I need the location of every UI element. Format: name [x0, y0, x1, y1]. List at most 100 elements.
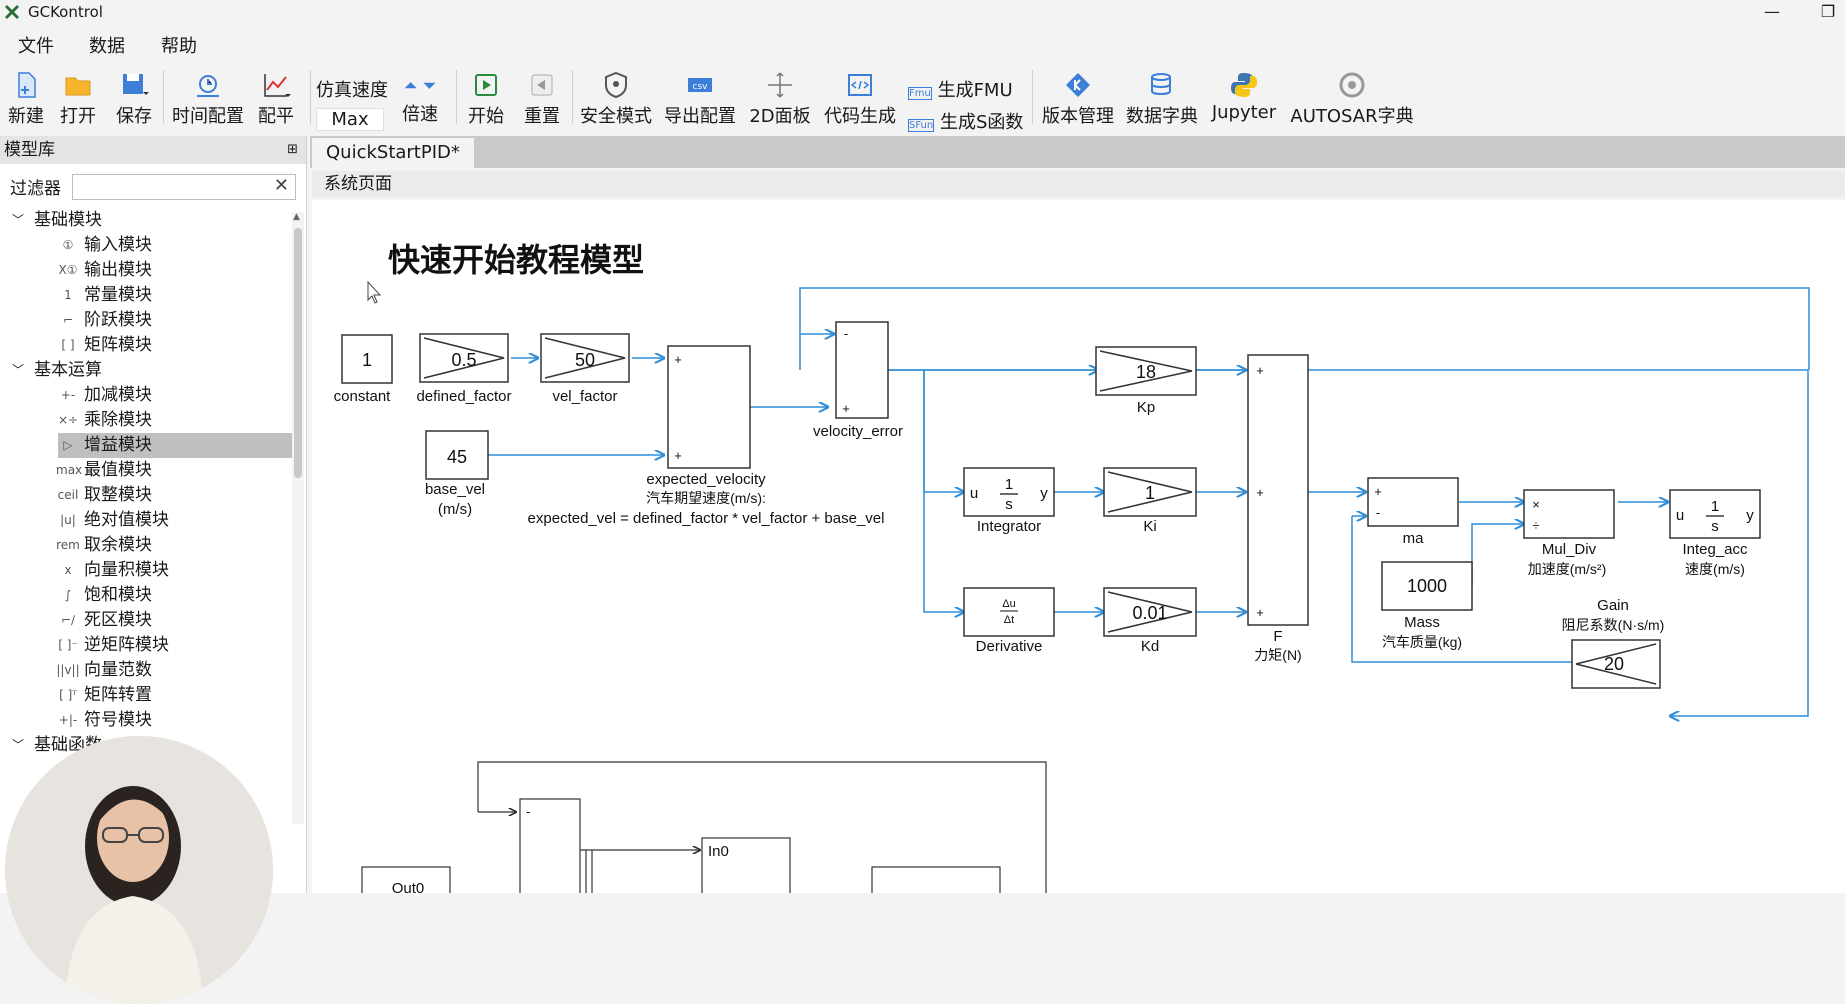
scroll-up-icon[interactable]: ▲ [293, 212, 300, 222]
tree-item[interactable]: +|-符号模块 [0, 708, 292, 733]
module-icon: ×÷ [57, 413, 79, 427]
constant-value: 1 [362, 350, 372, 370]
gain-desc: 阻尼系数(N·s/m) [1562, 617, 1665, 633]
chevron-down-icon[interactable]: ﹀ [12, 213, 25, 227]
sum-plus-2: + [674, 448, 682, 463]
filter-label: 过滤器 [10, 179, 61, 199]
tree-item[interactable]: [ ]矩阵模块 [0, 333, 292, 358]
version-button[interactable]: 版本管理 [1040, 66, 1116, 128]
panel-2d-button[interactable]: 2D面板 [746, 66, 814, 128]
reset-icon [531, 74, 553, 96]
start-button[interactable]: 开始 [464, 66, 508, 128]
tree-category[interactable]: ﹀基础模块 [0, 208, 292, 233]
data-dict-button[interactable]: 数据字典 [1124, 66, 1200, 128]
autosar-button[interactable]: AUTOSAR字典 [1288, 66, 1416, 128]
save-button[interactable]: 保存 [110, 66, 158, 128]
expected-velocity-formula: expected_vel = defined_factor * vel_fact… [528, 510, 885, 527]
reset-button[interactable]: 重置 [518, 66, 566, 128]
error-plus: + [842, 401, 850, 416]
tree-item[interactable]: |u|绝对值模块 [0, 508, 292, 533]
tab-quickstartpid[interactable]: QuickStartPID* [312, 138, 474, 168]
toolbar: 新建 打开 保存 时间配置 配平 仿真速度 Max ⏶ ⏷ 倍速 开始 重置 安… [0, 62, 1845, 133]
integ-acc-den: s [1711, 518, 1719, 535]
clear-icon[interactable]: ✕ [273, 175, 289, 196]
module-icon: ∫ [64, 588, 72, 602]
lower-minus: - [526, 804, 530, 819]
tree-item[interactable]: ||v||向量范数 [0, 658, 292, 683]
scroll-thumb[interactable] [294, 228, 302, 478]
derivative-den: Δt [1004, 614, 1014, 626]
module-icon: ⌐∕ [60, 613, 76, 627]
module-icon: [ ]ᵀ [59, 688, 77, 702]
safe-mode-button[interactable]: 安全模式 [578, 66, 654, 128]
tree-category[interactable]: ﹀基本运算 [0, 358, 292, 383]
mouse-cursor-icon [367, 280, 382, 304]
title-bar: GCKontrol — ❐ [0, 0, 1845, 25]
in0-label: In0 [708, 843, 729, 860]
sim-speed-value[interactable]: Max [316, 108, 384, 131]
save-icon [123, 74, 149, 95]
module-icon: [ ]⁻ [58, 638, 78, 652]
tree-item[interactable]: ∫饱和模块 [0, 583, 292, 608]
restore-button[interactable]: ❐ [1820, 2, 1836, 21]
open-button[interactable]: 打开 [56, 66, 100, 128]
module-icon: ceil [57, 488, 79, 502]
tree-scrollbar[interactable]: ▲ [292, 212, 304, 824]
presenter-image [5, 736, 273, 1004]
jupyter-button[interactable]: Jupyter [1206, 66, 1282, 128]
diagram-canvas[interactable]: 快速开始教程模型 [312, 200, 1845, 893]
force-label: F [1273, 628, 1282, 645]
tree-item[interactable]: ▷增益模块 [58, 433, 292, 458]
ki-value: 1 [1145, 483, 1155, 503]
tree-item[interactable]: +-加减模块 [0, 383, 292, 408]
chevron-down-icon[interactable]: ﹀ [12, 363, 25, 377]
export-config-button[interactable]: csv 导出配置 [662, 66, 738, 128]
module-icon: ▷ [63, 438, 73, 452]
tree-item[interactable]: ×÷乘除模块 [0, 408, 292, 433]
separator [572, 70, 573, 124]
tab-bar: QuickStartPID* [310, 136, 1845, 168]
menu-data[interactable]: 数据 [89, 36, 125, 57]
gain-label: Gain [1597, 597, 1629, 614]
code-icon [848, 74, 872, 96]
sfun-icon: SFun [908, 119, 935, 132]
speed-up-down-icon[interactable]: ⏶ ⏷ [403, 76, 437, 96]
move-arrows-icon [768, 72, 792, 98]
version-diamond-icon [1066, 73, 1090, 97]
code-gen-button[interactable]: 代码生成 [822, 66, 898, 128]
gen-fmu-button[interactable]: Fmu 生成FMU [908, 80, 1013, 101]
velocity-error-label: velocity_error [813, 423, 903, 440]
module-icon: ⌐ [62, 313, 74, 327]
integrator-label: Integrator [977, 518, 1041, 535]
chevron-down-icon[interactable]: ﹀ [12, 738, 25, 752]
trim-button[interactable]: 配平 [254, 66, 298, 128]
derivative-label: Derivative [976, 638, 1043, 655]
new-button[interactable]: 新建 [4, 66, 48, 128]
tree-item[interactable]: ⌐阶跃模块 [0, 308, 292, 333]
time-config-button[interactable]: 时间配置 [170, 66, 246, 128]
force-plus-2: + [1256, 485, 1264, 500]
derivative-num: Δu [1002, 598, 1015, 610]
ma-plus: + [1374, 484, 1382, 499]
tree-item[interactable]: ⌐∕死区模块 [0, 608, 292, 633]
svg-text:csv: csv [693, 82, 709, 92]
filter-input[interactable]: ✕ [72, 174, 296, 200]
menu-help[interactable]: 帮助 [161, 36, 197, 57]
python-icon [1231, 73, 1257, 97]
gen-group: Fmu 生成FMU SFun 生成S函数 [908, 66, 1026, 133]
module-icon: max [56, 463, 83, 477]
pin-icon[interactable]: ⊞ [287, 142, 298, 157]
tree-item[interactable]: [ ]⁻逆矩阵模块 [0, 633, 292, 658]
gen-sfunc-button[interactable]: SFun 生成S函数 [908, 112, 1024, 133]
menu-file[interactable]: 文件 [18, 36, 54, 57]
gain-value: 20 [1604, 654, 1624, 674]
minimize-button[interactable]: — [1764, 2, 1780, 21]
